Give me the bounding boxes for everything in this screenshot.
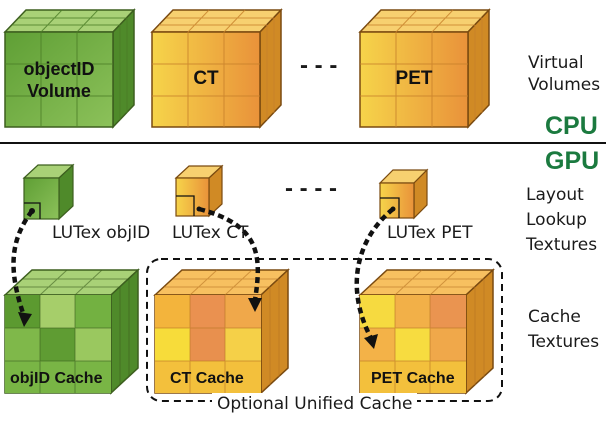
arrow-heads	[18, 298, 378, 349]
volumes-ellipsis: - - -	[300, 52, 338, 79]
virtual-volumes-row-label: Virtual Volumes	[528, 52, 600, 96]
ct-cache-label: CT Cache	[170, 370, 244, 387]
ct-volume-cube	[150, 8, 283, 129]
lutex-pet-label: LUTex PET	[387, 223, 473, 243]
gpu-label: GPU	[545, 147, 600, 175]
lookup-ellipsis: - - - -	[285, 175, 337, 202]
lutex-ct-label: LUTex CT	[172, 223, 249, 243]
arrow-ct	[198, 206, 261, 301]
objectid-line1: objectID	[23, 59, 95, 79]
arrow-pet	[354, 207, 395, 342]
cache-textures-label: Textures	[528, 332, 600, 352]
layout-label: Layout	[526, 185, 584, 205]
layout-lookup-textures-row-label: Layout Lookup Textures	[526, 183, 597, 258]
lutex-objid-label: LUTex objID	[52, 223, 151, 243]
objectid-volume-label: objectID Volume	[5, 58, 113, 102]
pet-volume-cube	[358, 8, 491, 129]
pet-volume-label: PET	[395, 68, 433, 89]
cache-textures-row-label: Cache Textures	[528, 305, 599, 355]
lutex-ct-cube	[174, 164, 224, 218]
ct-cache-cube	[153, 268, 290, 395]
textures-label: Textures	[526, 235, 598, 255]
arrow-objid	[11, 209, 34, 317]
pet-cache-cube	[358, 268, 495, 395]
ct-volume-label: CT	[193, 68, 219, 89]
cache-label: Cache	[528, 307, 581, 327]
virtual-label: Virtual	[528, 53, 584, 73]
objectid-volume-cube	[3, 8, 136, 129]
objid-cache-label: objID Cache	[10, 370, 103, 387]
objectid-line2: Volume	[27, 81, 91, 101]
pet-cache-label: PET Cache	[371, 370, 455, 387]
lookup-label: Lookup	[526, 210, 587, 230]
volumes-label: Volumes	[528, 75, 601, 95]
cpu-label: CPU	[545, 112, 598, 140]
unified-cache-label: Optional Unified Cache	[212, 393, 418, 415]
lookup-arrows	[11, 206, 395, 342]
lutex-pet-cube	[378, 168, 429, 220]
